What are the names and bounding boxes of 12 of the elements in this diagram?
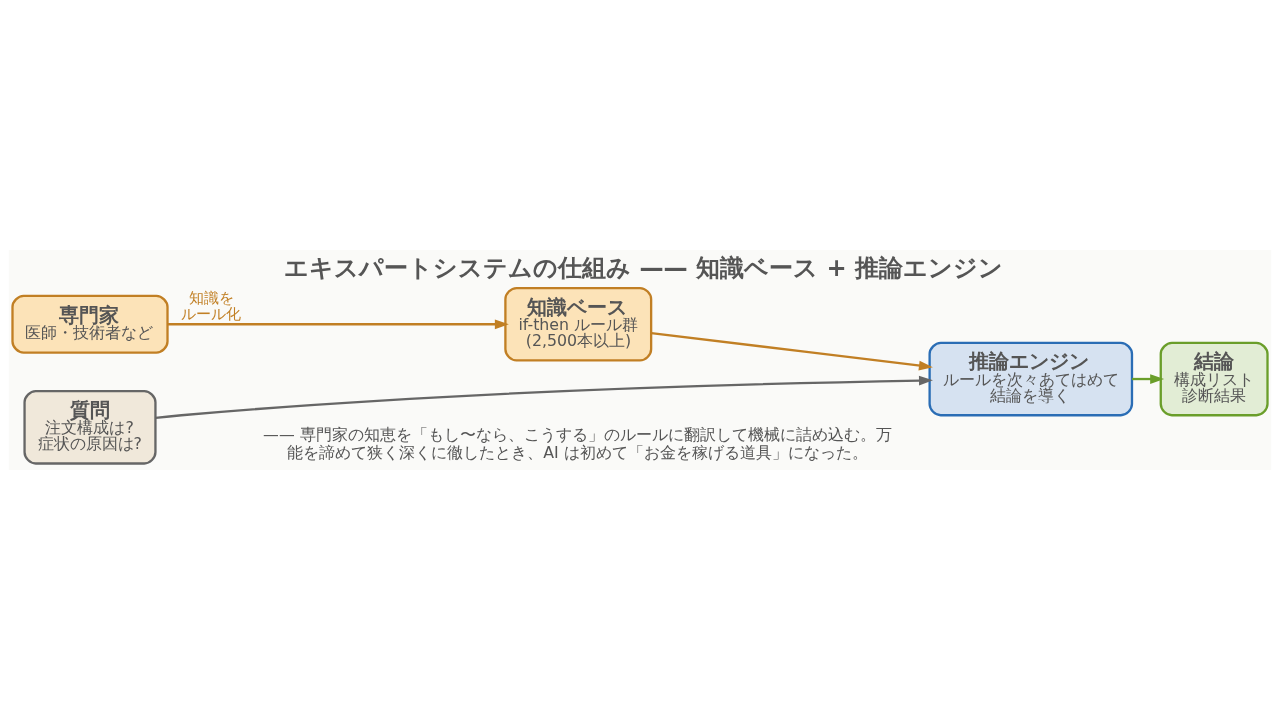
edge-label: 知識をルール化	[181, 288, 242, 324]
diagram-title: エキスパートシステムの仕組み —— 知識ベース + 推論エンジン	[284, 253, 1004, 282]
arrow	[155, 375, 933, 420]
arrow	[1132, 374, 1165, 384]
node-box: 結論 構成リスト診断結果	[1159, 341, 1269, 417]
arrow	[651, 331, 933, 371]
caption: —— 専門家の知恵を「もし〜なら、こうする」のルールに翻訳して機械に詰め込む。万能を諦めて狭く深くに徹したとき、AI は初めて「お金を稼げる道具」になった。	[263, 424, 892, 462]
node-box: 推論エンジン ルールを次々あてはめて結論を導く	[928, 341, 1134, 417]
arrow	[167, 319, 509, 330]
node-box: 質問 注文構成は? 症状の原因は?	[23, 389, 157, 465]
node-box: 専門家 医師・技術者など	[11, 294, 169, 354]
node-box: 知識ベース if-then ルール群 (2,500本以上)	[504, 286, 653, 362]
